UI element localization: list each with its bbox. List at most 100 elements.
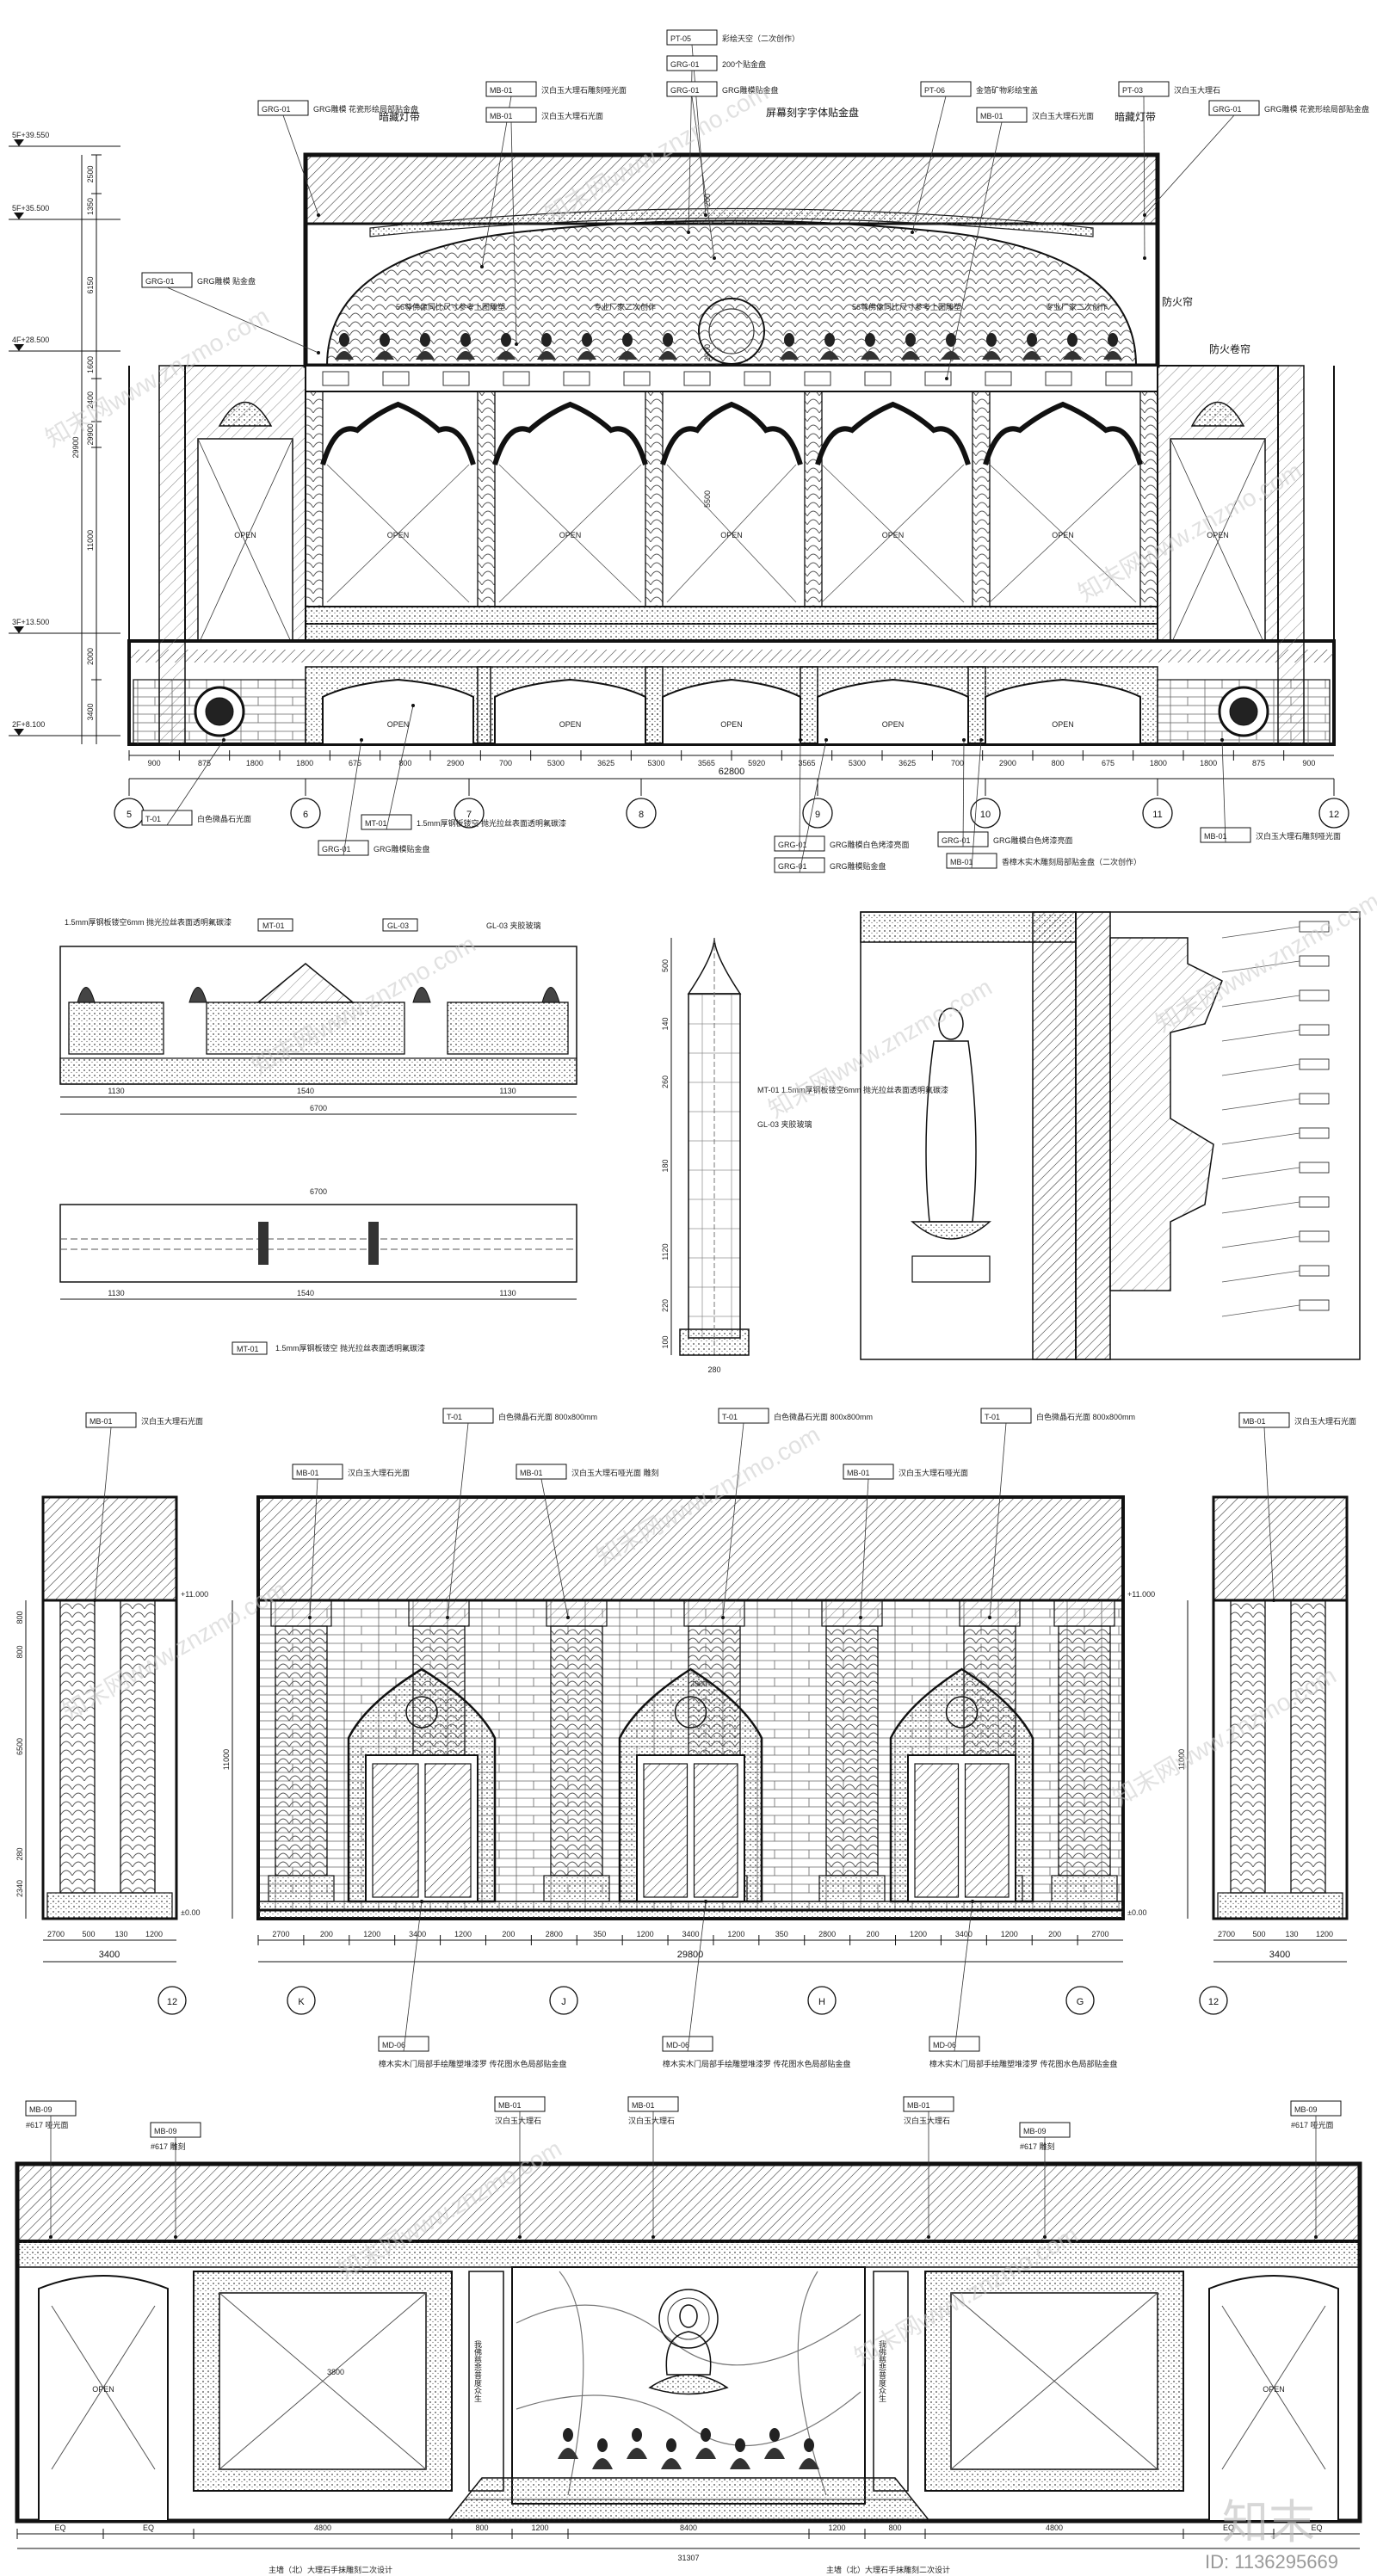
vertical-dimension: 2400 — [86, 391, 95, 409]
disciple-statues — [558, 2428, 819, 2469]
buddha-statue — [946, 333, 956, 347]
top-tag-text: 200个贴金盘 — [722, 59, 766, 69]
post-detail — [679, 937, 750, 1356]
vertical-dimension: 6150 — [86, 276, 95, 293]
ground-arch — [322, 678, 474, 745]
level-triangle-icon — [14, 213, 24, 219]
open-label: OPEN — [559, 531, 582, 539]
door-tag-description: 樟木实木门局部手绘雕塑堆漆罗 传花图水色局部贴金盘 — [379, 2059, 567, 2068]
disciple-statue-body — [695, 2448, 716, 2459]
north-wall-dimension: 8400 — [680, 2524, 697, 2532]
wall-axis-bubble — [1065, 1986, 1095, 2015]
frieze-panel — [442, 371, 470, 386]
door-leaf-left[interactable] — [914, 1763, 960, 1898]
horizontal-dimension: 5300 — [547, 759, 565, 767]
wall-dimension: 1200 — [637, 1930, 654, 1938]
wall-dimension: 200 — [502, 1930, 515, 1938]
wall-tag-text: 汉白玉大理石哑光面 — [898, 1468, 968, 1477]
top-tag-text: 汉白玉大理石光面 — [1032, 111, 1094, 120]
column-capital — [1053, 1599, 1115, 1627]
door-leaf-right[interactable] — [693, 1763, 738, 1898]
vertical-dimension: 11000 — [86, 530, 95, 551]
note-fire-shutter: 防火卷帘 — [1209, 342, 1250, 355]
open-label: OPEN — [559, 720, 582, 729]
horizontal-dimension: 1800 — [1200, 759, 1217, 767]
axis-label: 8 — [639, 810, 644, 820]
north-wall-dimension: 800 — [475, 2524, 488, 2532]
note-buddha-count-left: 56尊佛像同比尺寸参考上图雕塑 — [396, 302, 505, 311]
north-tag-code: MB-09 — [29, 2105, 52, 2114]
wall-tag-text: 白色微晶石光面 800x800mm — [498, 1412, 597, 1421]
left-panel-slab — [41, 1495, 178, 1602]
wall-tag-code: T-01 — [447, 1413, 462, 1421]
cornice-callout-box — [1299, 1093, 1330, 1105]
horizontal-dimension: 5300 — [647, 759, 664, 767]
top-tag-text: 汉白玉大理石雕刻哑光面 — [541, 85, 627, 95]
buddha-statue — [420, 333, 430, 347]
railing-plan-dimension: 1540 — [297, 1289, 314, 1297]
post-tag-metal: MT-01 1.5mm厚钢板镂空6mm 抛光拉丝表面透明氟碳漆 — [757, 1085, 948, 1094]
right-panel-tag-code: MB-01 — [1243, 1417, 1266, 1426]
wall-tag-text: 汉白玉大理石光面 — [348, 1468, 410, 1477]
buddha-statue — [380, 333, 390, 347]
wall-horizontal-dimensions: 2700200120034001200200280035012003400120… — [43, 1930, 1347, 1963]
wall-dimension: 200 — [320, 1930, 333, 1938]
wall-axis-bubble — [287, 1986, 316, 2015]
left-wing-dome — [218, 401, 273, 427]
column-capital — [683, 1599, 745, 1627]
side-panel-dimension: 130 — [114, 1930, 127, 1938]
column-capital — [821, 1599, 883, 1627]
horizontal-dimension: 2900 — [447, 759, 464, 767]
post-dimension: 1120 — [661, 1243, 670, 1260]
inner-dimension: 200 — [703, 194, 712, 206]
door-leaf-right[interactable] — [424, 1763, 472, 1898]
side-panel-dimension: 500 — [1252, 1930, 1265, 1938]
frieze-panel — [683, 371, 711, 386]
wall-column — [825, 1625, 879, 1877]
bottom-tag-text: GRG雕模白色烤漆亮面 — [830, 840, 910, 849]
north-tag-text: #617 哑光面 — [26, 2120, 69, 2129]
left-panel-column — [59, 1599, 96, 1894]
frieze-panel — [985, 371, 1012, 386]
level-label: 5F+35.500 — [12, 204, 49, 213]
railing-tag-metal: 1.5mm厚钢板镂空6mm 抛光拉丝表面透明氟碳漆 — [65, 917, 232, 927]
column-capital — [408, 1599, 470, 1627]
wall-tag-code: T-01 — [985, 1413, 1000, 1421]
wall-axis-bubble — [157, 1986, 187, 2015]
cornice-callout-box — [1299, 989, 1330, 1001]
wall-dimension: 1200 — [910, 1930, 927, 1938]
buddha-statue — [501, 333, 511, 347]
cornice-callout-box — [1299, 1058, 1330, 1070]
north-wall-total: 31307 — [677, 2554, 699, 2562]
bottom-tag-text: GRG雕模贴金盘 — [830, 861, 886, 871]
disciple-statue-body — [730, 2458, 750, 2469]
buddha-statue — [541, 333, 552, 347]
ground-arch — [817, 678, 969, 745]
door-leaf-right[interactable] — [964, 1763, 1010, 1898]
horizontal-dimension: 900 — [148, 759, 161, 767]
column-capital — [546, 1599, 608, 1627]
north-tag-text: #617 哑光面 — [1291, 2120, 1334, 2129]
door-leaf-left[interactable] — [643, 1763, 688, 1898]
level-triangle-icon — [14, 344, 24, 351]
left-alcove — [38, 2275, 169, 2522]
wall-dimension: 1200 — [727, 1930, 744, 1938]
railing-finial-icon — [412, 987, 431, 1003]
buddha-statue-body — [497, 351, 516, 360]
door-leaf-left[interactable] — [372, 1763, 419, 1898]
watermark-logo-text: 知末 — [1222, 2497, 1315, 2548]
bottom-tag-text: 1.5mm厚钢板镂空 抛光拉丝表面透明氟碳漆 — [417, 818, 566, 828]
horizontal-dimension: 1800 — [246, 759, 263, 767]
north-wall-dimension: EQ — [54, 2524, 65, 2532]
railing-dimension: 1130 — [108, 1087, 124, 1095]
railing-center-pediment — [256, 963, 355, 1003]
axis-label: 9 — [815, 810, 820, 820]
bottom-tag-text: GRG雕模白色烤漆亮面 — [993, 835, 1073, 845]
axis-bubble — [1318, 798, 1349, 829]
